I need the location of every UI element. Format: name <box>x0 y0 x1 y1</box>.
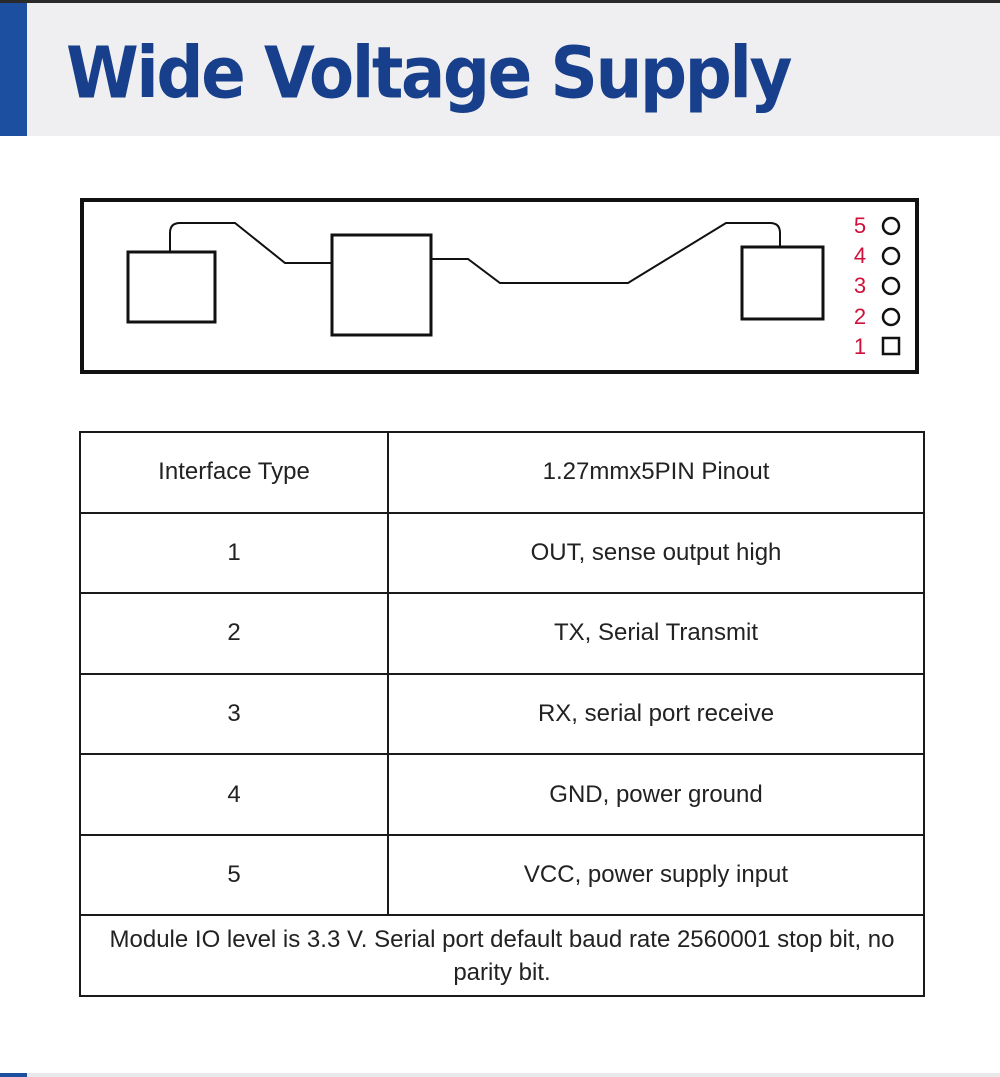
pin-number-cell: 4 <box>79 753 389 836</box>
pin-4-pad <box>881 246 901 266</box>
board-outline <box>80 198 919 374</box>
pin-1-pad <box>881 336 901 356</box>
module-note: Module IO level is 3.3 V. Serial port de… <box>79 914 925 997</box>
component-center <box>330 233 433 337</box>
pin-label-3: 3 <box>853 273 867 298</box>
module-board-diagram: 5 4 3 2 1 <box>80 197 919 375</box>
pin-function-cell: VCC, power supply input <box>387 833 925 917</box>
table-note-row: Module IO level is 3.3 V. Serial port de… <box>79 914 925 997</box>
table-header-row: Interface Type 1.27mmx5PIN Pinout <box>79 431 925 514</box>
board-outline-svg <box>80 198 919 374</box>
pin-function-cell: GND, power ground <box>387 753 925 836</box>
table-row: 1 OUT, sense output high <box>79 511 925 595</box>
table-row: 5 VCC, power supply input <box>79 833 925 917</box>
bottom-strip <box>0 1073 1000 1077</box>
header-cell-interface-type: Interface Type <box>79 431 389 514</box>
pin-function-cell: TX, Serial Transmit <box>387 592 925 675</box>
pin-number-cell: 3 <box>79 672 389 756</box>
header-cell-pinout: 1.27mmx5PIN Pinout <box>387 431 925 514</box>
pin-number-cell: 2 <box>79 592 389 675</box>
page-title: Wide Voltage Supply <box>66 31 793 115</box>
bottom-accent-bar <box>0 1073 27 1077</box>
pin-number-cell: 1 <box>79 511 389 595</box>
pin-function-cell: RX, serial port receive <box>387 672 925 756</box>
table-row: 4 GND, power ground <box>79 753 925 836</box>
top-border <box>0 0 1000 3</box>
pin-5-pad <box>881 216 901 236</box>
table-row: 3 RX, serial port receive <box>79 672 925 756</box>
component-left <box>126 250 217 324</box>
pin-label-1: 1 <box>853 334 867 359</box>
header-banner: Wide Voltage Supply <box>0 3 1000 136</box>
table-row: 2 TX, Serial Transmit <box>79 592 925 675</box>
pin-2-pad <box>881 307 901 327</box>
pin-label-2: 2 <box>853 304 867 329</box>
pin-function-cell: OUT, sense output high <box>387 511 925 595</box>
component-right <box>740 245 825 321</box>
header-accent-bar <box>0 3 27 136</box>
trace-left-center <box>169 222 332 264</box>
pin-3-pad <box>881 276 901 296</box>
pin-label-5: 5 <box>853 213 867 238</box>
pin-label-4: 4 <box>853 243 867 268</box>
pinout-table: Interface Type 1.27mmx5PIN Pinout 1 OUT,… <box>79 431 925 997</box>
trace-center-right <box>431 222 781 284</box>
pin-number-cell: 5 <box>79 833 389 917</box>
